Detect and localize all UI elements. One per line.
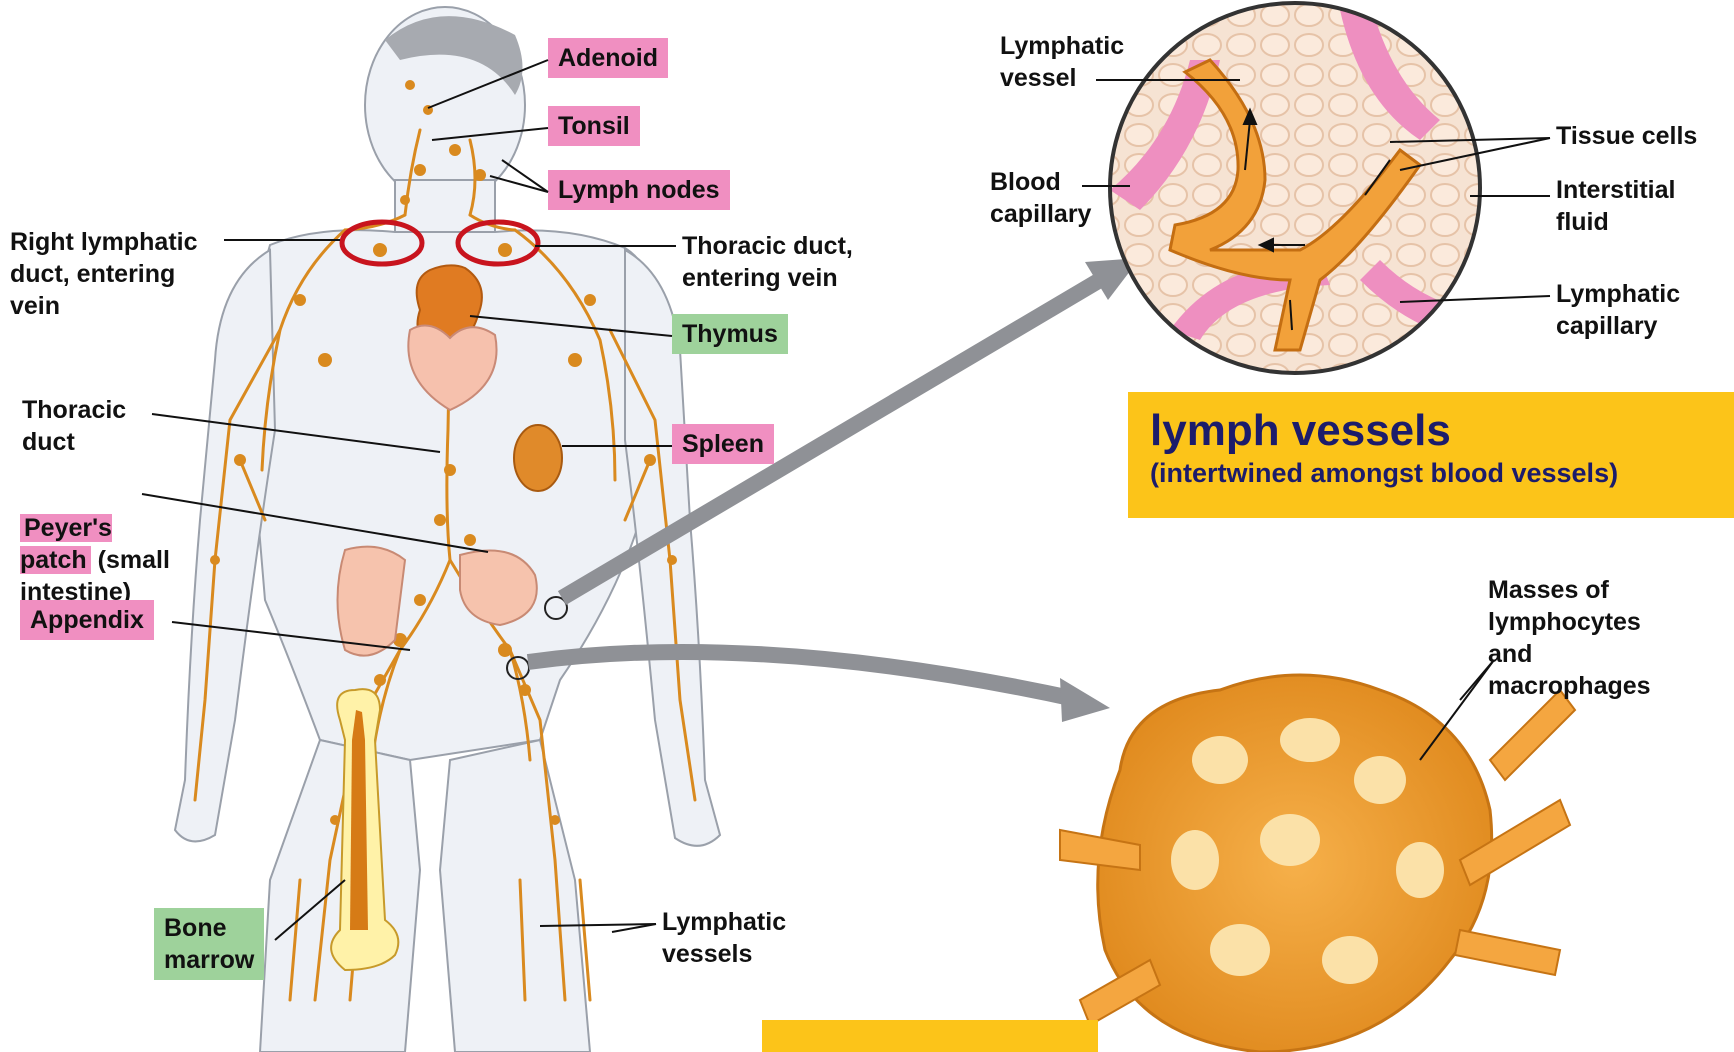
lymph-nodes-label: Lymph nodes bbox=[548, 170, 730, 210]
interstitial-fluid-label: Interstitial fluid bbox=[1556, 174, 1675, 238]
bottom-banner-fragment bbox=[762, 1020, 1098, 1052]
tonsil-label: Tonsil bbox=[548, 106, 640, 146]
vessel-inset bbox=[1100, 0, 1500, 380]
bone-marrow-label: Bone marrow bbox=[154, 908, 264, 980]
arrow-to-node-head bbox=[1060, 678, 1110, 722]
lymphatic-vessel-label: Lymphatic vessel bbox=[1000, 30, 1124, 94]
adenoid-label: Adenoid bbox=[548, 38, 668, 78]
masses-of-lymphocytes-label: Masses of lymphocytes and macrophages bbox=[1488, 574, 1651, 702]
right-lymphatic-duct-label: Right lymphatic duct, entering vein bbox=[10, 226, 198, 322]
lymph-vessels-banner: lymph vessels (intertwined amongst blood… bbox=[1128, 392, 1734, 518]
thoracic-duct-entering-label: Thoracic duct, entering vein bbox=[682, 230, 853, 294]
banner-title: lymph vessels bbox=[1150, 408, 1734, 454]
lymph-node-inset bbox=[1060, 675, 1575, 1052]
arrow-to-node bbox=[528, 652, 1080, 700]
thoracic-duct-label: Thoracic duct bbox=[22, 394, 126, 458]
spleen-label: Spleen bbox=[672, 424, 774, 464]
blood-capillary-label: Blood capillary bbox=[990, 166, 1091, 230]
thymus-label: Thymus bbox=[672, 314, 788, 354]
tissue-cells-label: Tissue cells bbox=[1556, 120, 1697, 152]
appendix-label: Appendix bbox=[20, 600, 154, 640]
peyers-patch-label: Peyer's patch (small intestine) bbox=[20, 480, 170, 608]
spleen-organ bbox=[514, 425, 562, 491]
lymphatic-capillary-label: Lymphatic capillary bbox=[1556, 278, 1680, 342]
lymphatic-vessels-label: Lymphatic vessels bbox=[662, 906, 786, 970]
left-leg bbox=[440, 740, 590, 1052]
banner-subtitle: (intertwined amongst blood vessels) bbox=[1150, 458, 1734, 488]
